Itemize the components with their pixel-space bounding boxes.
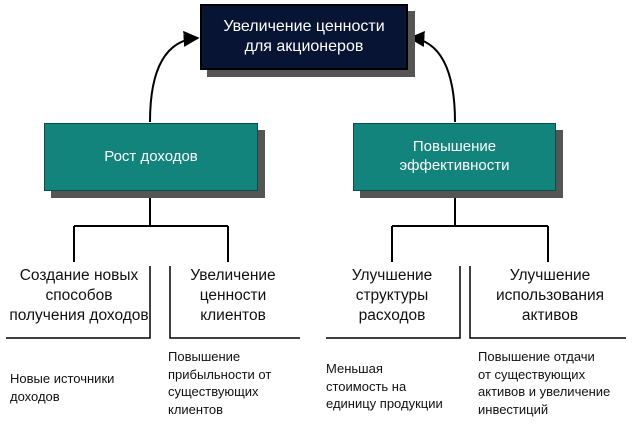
note-unit-cost: Меньшая стоимость на единицу продукции — [326, 360, 472, 413]
note-line: Меньшая — [326, 361, 383, 376]
note-customer-profitability: Повышение прибыльности от существующих к… — [168, 348, 308, 418]
goal-box: Увеличение ценности для акционеров — [200, 4, 408, 70]
leaf-customer-value: Увеличение ценности клиентов — [170, 266, 296, 326]
leaf-line: способов — [45, 287, 113, 305]
revenue-growth-title: Рост доходов — [104, 147, 198, 165]
bracket-4 — [469, 266, 626, 339]
arrow-right-to-top — [408, 30, 456, 123]
note-line: клиентов — [168, 401, 224, 417]
note-line: существующих — [168, 384, 259, 400]
goal-line-1: Увеличение ценности — [223, 18, 385, 35]
bracket-2 — [169, 266, 300, 339]
note-line: стоимость на — [326, 378, 407, 394]
leaf-line: активов — [521, 307, 579, 325]
note-new-revenue-sources: Новые источники доходов — [10, 370, 160, 405]
bracket-3 — [326, 266, 461, 339]
note-line: Повышение отдачи — [478, 349, 595, 364]
efficiency-line-2: эффективности — [399, 157, 510, 174]
leaf-line: клиентов — [200, 307, 266, 325]
leaf-line: ценности — [199, 287, 267, 305]
leaf-line: расходов — [358, 307, 426, 325]
note-line: от существующих — [478, 366, 586, 382]
arrow-left-to-top — [149, 30, 200, 123]
leaf-asset-utilization: Улучшение использования активов — [470, 266, 630, 326]
leaf-cost-structure: Улучшение структуры расходов — [326, 266, 458, 326]
note-asset-returns: Повышение отдачи от существующих активов… — [478, 348, 632, 418]
note-line: инвестиций — [478, 401, 549, 417]
goal-line-2: для акционеров — [244, 38, 364, 55]
note-line: Повышение — [168, 349, 241, 364]
revenue-growth-box: Рост доходов — [44, 123, 258, 191]
leaf-line: получения доходов — [9, 307, 149, 325]
leaf-line: Улучшение — [351, 267, 433, 284]
note-line: доходов — [10, 388, 60, 404]
note-line: единицу продукции — [326, 396, 443, 412]
bracket-1 — [6, 266, 151, 339]
efficiency-line-1: Повышение — [412, 138, 497, 156]
leaf-line: Улучшение — [509, 267, 591, 284]
efficiency-box: Повышение эффективности — [353, 123, 556, 191]
note-line: активов и увеличение — [478, 384, 611, 400]
leaf-line: структуры — [355, 287, 429, 305]
note-line: прибыльности от — [168, 366, 272, 382]
leaf-line: Увеличение — [190, 267, 276, 284]
leaf-line: Создание новых — [19, 267, 139, 284]
note-line: Новые источники — [10, 371, 115, 386]
leaf-line: использования — [495, 287, 605, 305]
leaf-new-revenue-ways: Создание новых способов получения доходо… — [4, 266, 154, 326]
